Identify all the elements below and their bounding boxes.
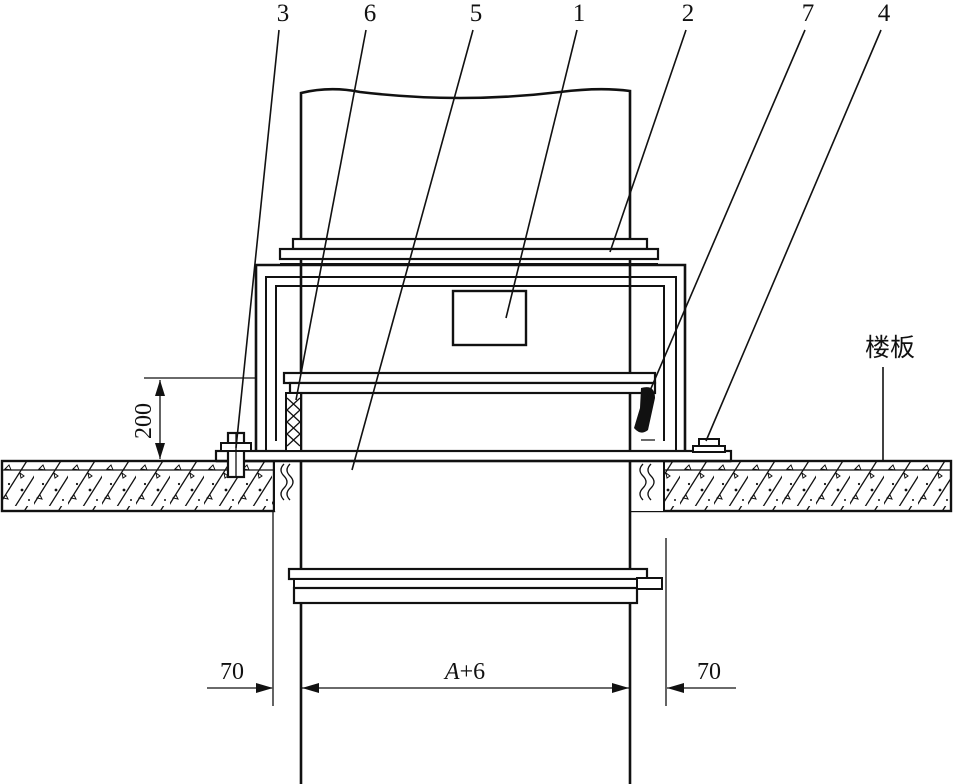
callout-1: 1 (573, 0, 586, 27)
dim-opening-width-prefix: A (443, 659, 460, 685)
pipe (299, 87, 632, 784)
dim-opening-width: A+6 (443, 659, 485, 685)
inner-flange (282, 371, 657, 395)
callout-3: 3 (277, 0, 290, 27)
dimension-height: 200 (131, 377, 256, 462)
bolt-right (698, 438, 720, 447)
slab-gap-fill (273, 461, 665, 511)
dim-height-text: 200 (131, 403, 157, 439)
leader-3 (235, 29, 280, 449)
callout-6: 6 (364, 0, 377, 27)
callout-4: 4 (878, 0, 891, 27)
dimension-width: 70 A+6 70 (207, 511, 736, 706)
dim-opening-width-suffix: +6 (460, 659, 486, 685)
top-flange (278, 237, 660, 265)
sealant (629, 387, 655, 451)
leader-5 (351, 29, 474, 471)
nameplate (451, 289, 528, 347)
callout-7: 7 (802, 0, 815, 27)
floor-slab-label: 楼板 (865, 333, 915, 362)
leader-1 (505, 29, 578, 319)
dim-left-gap: 70 (220, 659, 244, 685)
pipe-clamp (287, 567, 663, 605)
base-plate (214, 449, 733, 463)
callout-5: 5 (470, 0, 483, 27)
callout-2: 2 (682, 0, 695, 27)
floor-slab-right (630, 459, 953, 513)
leader-lines (235, 29, 884, 471)
leader-4 (705, 29, 882, 442)
packing (285, 392, 302, 452)
leader-2 (609, 29, 687, 253)
dim-right-gap: 70 (697, 659, 721, 685)
leader-6 (295, 29, 367, 401)
callouts: 3 6 5 1 2 7 4 楼板 (277, 0, 915, 362)
leader-7 (645, 29, 806, 401)
